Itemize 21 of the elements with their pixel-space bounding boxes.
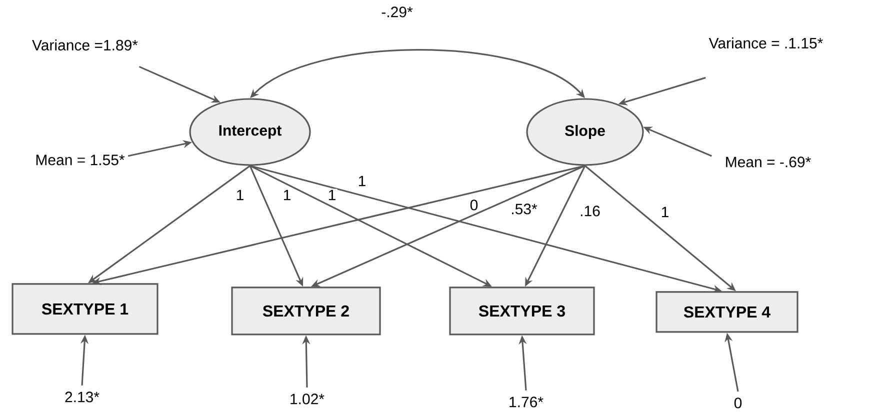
value-text: Mean = -.69* [726,156,811,168]
edge-label: 1 [660,206,670,218]
value-text: Mean = 1.55* [36,154,125,166]
observed-box: SEXTYPE 4 [656,291,798,333]
edge-label: -.29* [380,6,414,18]
edge-label: 1 [282,188,292,202]
observed-box: SEXTYPE 1 [12,283,158,335]
value-text: Variance = .1.15* [708,37,823,48]
value-text: 1.76* [510,396,544,408]
edge-label: 0 [468,198,480,212]
edge-label: 1 [234,188,246,202]
value-text: 1.02* [290,394,324,404]
value-text: 2.13* [65,392,100,402]
value-text: Variance =1.89* [32,39,138,50]
value-text: 0 [734,398,742,408]
edge-label: 1 [326,188,338,202]
edge-label: .53* [510,202,538,216]
edge-label: .16 [578,204,602,218]
observed-box: SEXTYPE 3 [449,286,595,336]
observed-box: SEXTYPE 2 [231,286,381,336]
edge-label: 1 [356,174,368,188]
